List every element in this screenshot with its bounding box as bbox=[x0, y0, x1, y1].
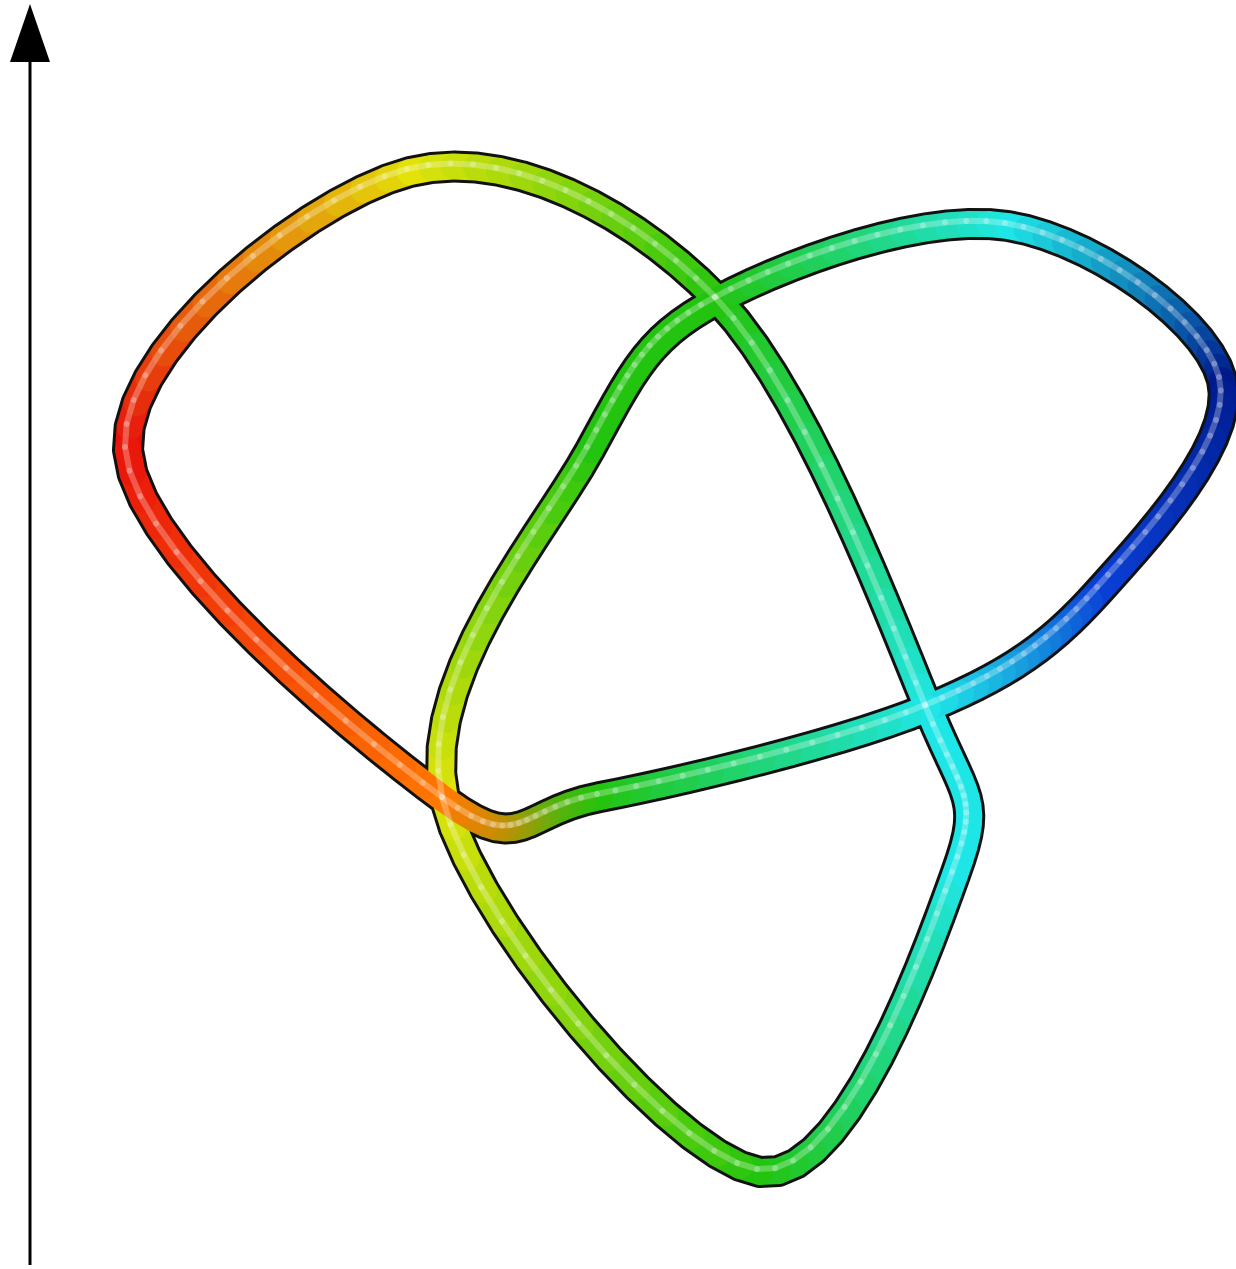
knot-tube-highlight bbox=[945, 221, 966, 222]
knot-tube-highlight bbox=[450, 164, 473, 165]
knot-tube-highlight bbox=[407, 165, 428, 169]
knot-tube-highlight bbox=[439, 717, 443, 744]
knot-tube-highlight bbox=[473, 165, 496, 168]
trefoil-knot-tube bbox=[125, 164, 1224, 1172]
knot-tube-highlight bbox=[125, 424, 127, 447]
knot-tube-highlight bbox=[615, 786, 636, 790]
knot-tube-highlight bbox=[428, 164, 450, 165]
axis-arrowhead-icon bbox=[10, 4, 50, 62]
vertical-axis bbox=[10, 4, 50, 1265]
knot-tube-highlight bbox=[900, 225, 923, 229]
knot-tube-highlight bbox=[923, 222, 945, 225]
